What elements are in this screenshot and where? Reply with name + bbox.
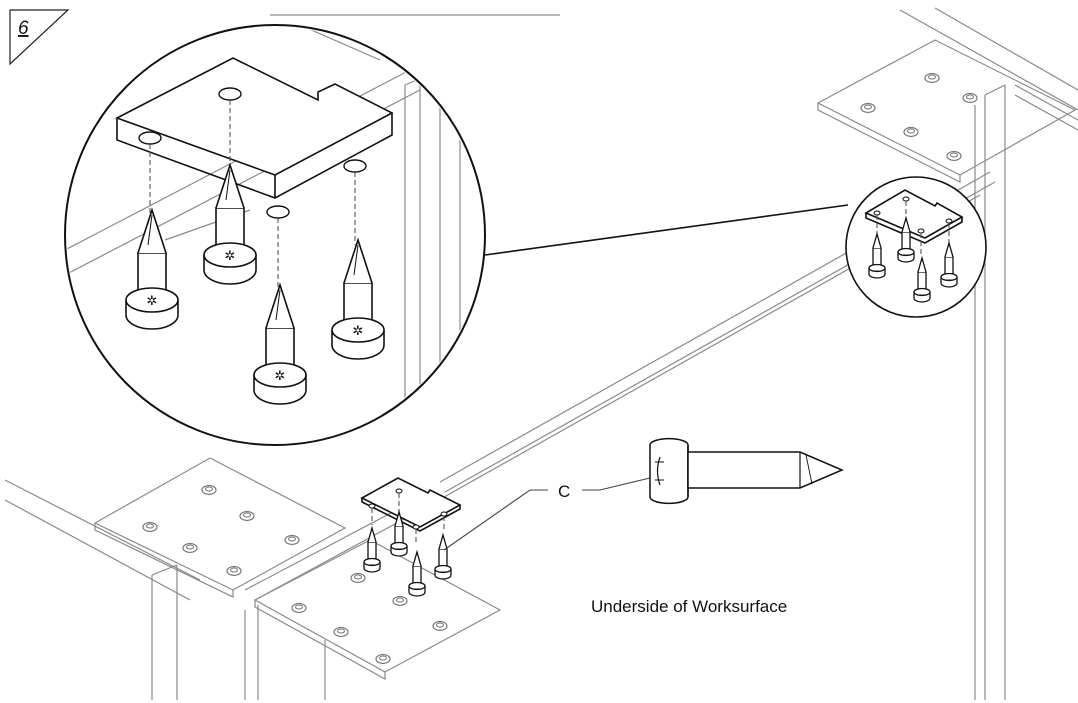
worksurface-frame <box>4 7 1078 700</box>
step-number-tag: 6 <box>9 9 70 66</box>
worksurface-caption: Underside of Worksurface <box>591 597 787 616</box>
detail-circle-small <box>845 176 987 318</box>
top-corner-plate <box>816 39 1077 183</box>
bracket-assembly-bottom <box>360 477 462 597</box>
bottom-center-plate <box>253 539 502 681</box>
detail-circle-large <box>64 24 486 446</box>
callout-c: C <box>443 477 651 551</box>
callout-c-label: C <box>558 482 570 501</box>
step-number-label: 6 <box>18 18 29 39</box>
left-corner-plate <box>93 457 347 598</box>
hardware-c-screw <box>649 437 844 505</box>
magnify-leader-line <box>484 204 849 256</box>
